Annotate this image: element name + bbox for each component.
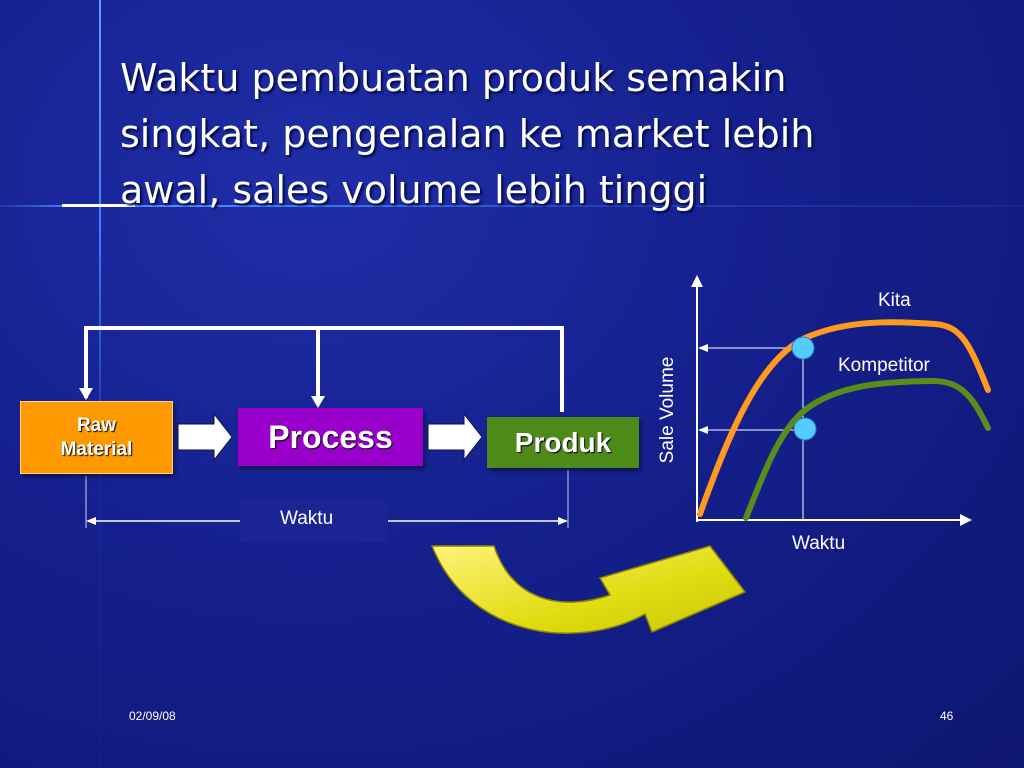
raw-material-label-line-2: Material — [60, 438, 133, 460]
raw-material-box: Raw Material — [20, 401, 173, 474]
series-label-kita: Kita — [878, 290, 911, 311]
feedback-loop — [79, 326, 564, 412]
title-line-2: singkat, pengenalan ke market lebih — [120, 112, 815, 156]
guide-h-kita-arrow — [698, 344, 708, 352]
series-label-kompetitor: Kompetitor — [838, 355, 930, 376]
process-box: Process — [238, 408, 423, 466]
title-line-3: awal, sales volume lebih tinggi — [120, 168, 708, 212]
y-axis-arrowhead — [691, 275, 703, 287]
marker-kompetitor — [793, 417, 817, 441]
process-label: Process — [268, 418, 393, 455]
block-arrow-process-to-produk — [427, 412, 483, 462]
footer-date: 02/09/08 — [129, 709, 176, 723]
curve-kompetitor — [743, 377, 991, 521]
time-arrow-left — [86, 517, 96, 525]
block-arrow-raw-to-process — [177, 412, 233, 462]
produk-label: Produk — [514, 426, 612, 458]
time-label: Waktu — [280, 508, 334, 529]
produk-box: Produk — [487, 417, 639, 468]
decor-vertical-line — [99, 0, 101, 768]
time-label-bg — [240, 500, 388, 542]
marker-kita — [791, 336, 815, 360]
sales-chart — [691, 275, 991, 526]
slide-title: Waktu pembuatan produk semakin singkat, … — [120, 50, 980, 218]
feedback-loop-line — [84, 326, 564, 412]
time-dimension — [85, 470, 569, 542]
feedback-arrowhead-raw — [79, 388, 93, 400]
decor-horizontal-line — [0, 205, 1024, 207]
curved-arrow — [430, 545, 747, 635]
raw-material-label-line-1: Raw — [76, 414, 117, 436]
chart-y-label: Sale Volume — [657, 356, 678, 464]
title-line-1: Waktu pembuatan produk semakin — [120, 56, 787, 100]
chart-x-label: Waktu — [792, 533, 846, 554]
footer-page-number: 46 — [940, 709, 954, 723]
guide-h-kompetitor-arrow — [698, 426, 708, 434]
curve-kita — [697, 319, 991, 517]
decor-white-tick — [62, 204, 135, 207]
x-axis-arrowhead — [960, 514, 972, 526]
time-arrow-right — [558, 517, 568, 525]
feedback-arrowhead-process — [311, 396, 325, 408]
